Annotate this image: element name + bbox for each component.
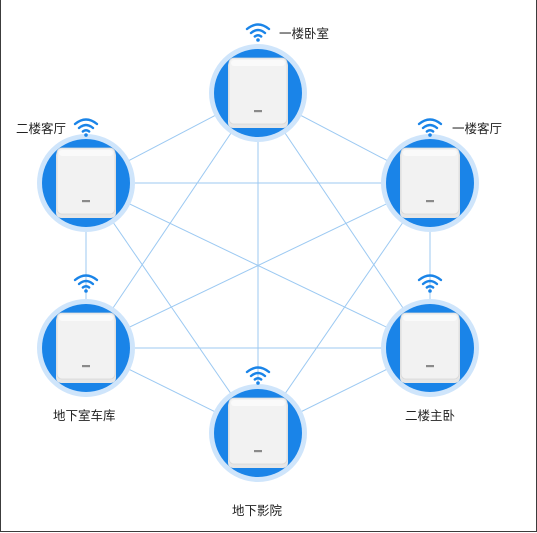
device-top-edge xyxy=(59,315,113,321)
device-top-edge xyxy=(403,150,457,156)
link-2-4 xyxy=(257,182,431,434)
wifi-icon xyxy=(245,366,271,385)
wifi-arc-inner xyxy=(81,285,91,289)
node-2 xyxy=(381,118,479,232)
wifi-arc-inner xyxy=(81,129,91,133)
node-5 xyxy=(37,274,135,397)
device-body xyxy=(400,312,460,380)
node-label-2: 一楼客厅 xyxy=(452,121,503,136)
wifi-arc-middle xyxy=(77,279,95,286)
node-label-3: 二楼主卧 xyxy=(405,408,456,423)
wifi-arc-inner xyxy=(425,129,435,133)
wifi-dot xyxy=(428,289,432,293)
node-label-5: 地下室车库 xyxy=(53,408,116,423)
link-1-5 xyxy=(85,92,259,349)
wifi-arc-inner xyxy=(253,377,263,381)
device-body xyxy=(228,397,288,465)
wifi-arc-outer xyxy=(73,274,99,282)
node-1 xyxy=(209,23,307,142)
device-body xyxy=(400,147,460,215)
wifi-dot xyxy=(428,133,432,137)
router-device-icon xyxy=(228,57,288,128)
link-1-3 xyxy=(257,92,431,349)
wifi-arc-outer xyxy=(245,23,271,31)
device-logo xyxy=(426,365,434,368)
wifi-icon xyxy=(417,118,443,137)
device-top-edge xyxy=(59,150,113,156)
device-top-edge xyxy=(231,60,285,66)
device-logo xyxy=(254,110,262,113)
wifi-arc-inner xyxy=(425,285,435,289)
device-body xyxy=(228,57,288,125)
device-top-edge xyxy=(403,315,457,321)
link-4-6 xyxy=(85,182,259,434)
device-body xyxy=(56,312,116,380)
node-layer xyxy=(37,23,479,482)
wifi-dot xyxy=(84,133,88,137)
wifi-arc-middle xyxy=(249,371,267,378)
device-logo xyxy=(426,200,434,203)
device-logo xyxy=(82,365,90,368)
wifi-dot xyxy=(84,289,88,293)
wifi-arc-inner xyxy=(253,34,263,38)
router-device-icon xyxy=(400,312,460,383)
wifi-dot xyxy=(256,381,260,385)
router-device-icon xyxy=(400,147,460,218)
wifi-arc-outer xyxy=(245,366,271,374)
wifi-icon xyxy=(73,118,99,137)
wifi-arc-middle xyxy=(77,123,95,130)
wifi-arc-outer xyxy=(73,118,99,126)
router-device-icon xyxy=(56,312,116,383)
node-label-4: 地下影院 xyxy=(232,503,283,518)
wifi-icon xyxy=(245,23,271,42)
device-body xyxy=(56,147,116,215)
wifi-arc-middle xyxy=(421,279,439,286)
router-device-icon xyxy=(56,147,116,218)
router-device-icon xyxy=(228,397,288,468)
node-3 xyxy=(381,274,479,397)
node-4 xyxy=(209,366,307,482)
link-3-6 xyxy=(85,182,431,349)
wifi-icon xyxy=(417,274,443,293)
node-label-6: 二楼客厅 xyxy=(16,121,67,136)
node-6 xyxy=(37,118,135,232)
device-logo xyxy=(254,450,262,453)
wifi-arc-outer xyxy=(417,274,443,282)
wifi-dot xyxy=(256,38,260,42)
wifi-arc-middle xyxy=(421,123,439,130)
device-logo xyxy=(82,200,90,203)
wifi-arc-middle xyxy=(249,28,267,35)
node-label-1: 一楼卧室 xyxy=(279,26,330,41)
device-top-edge xyxy=(231,400,285,406)
wifi-arc-outer xyxy=(417,118,443,126)
wifi-icon xyxy=(73,274,99,293)
